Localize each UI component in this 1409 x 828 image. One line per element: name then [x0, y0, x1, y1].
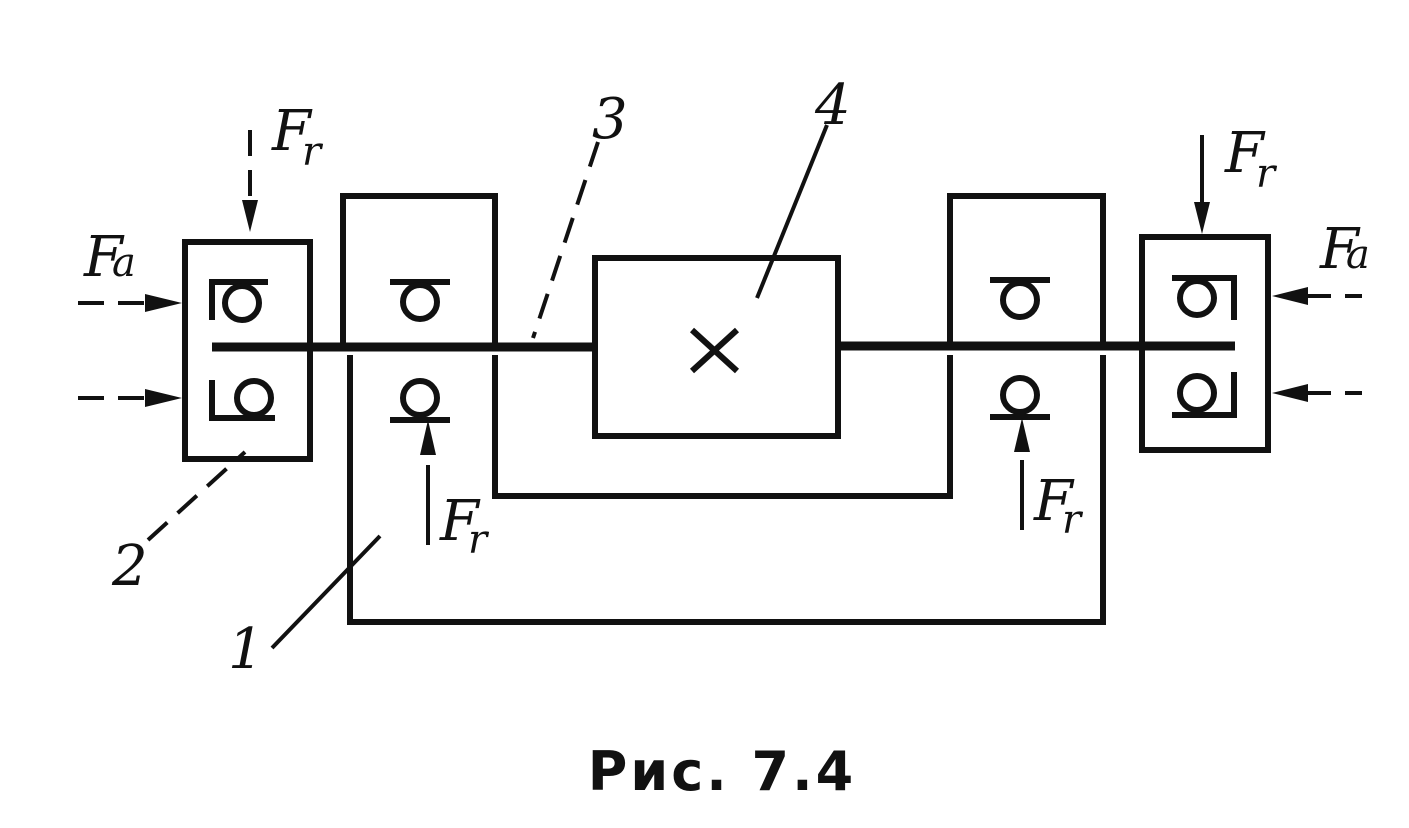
left-box-bearing-lower	[209, 378, 275, 421]
radial-force-arrow-right-box	[1194, 135, 1210, 234]
label-part-4: 4	[814, 73, 851, 138]
right-box-bearing-upper	[1172, 275, 1237, 320]
bearing-left-lower	[390, 378, 450, 423]
svg-text:a: a	[112, 240, 136, 286]
label-part-3: 3	[592, 87, 628, 152]
svg-text:F: F	[271, 99, 313, 164]
figure-caption: Рис. 7.4	[588, 740, 856, 803]
radial-force-arrow-right-bearing	[1014, 418, 1030, 530]
svg-text:r: r	[1062, 497, 1084, 543]
label-radial-force-left-box: F r	[271, 99, 324, 175]
label-part-1: 1	[228, 617, 264, 682]
leader-line-2	[146, 450, 247, 542]
radial-force-arrow-left-box	[242, 130, 258, 232]
svg-text:a: a	[1346, 232, 1370, 278]
leader-line-3	[531, 141, 600, 339]
leader-line-4	[755, 124, 829, 299]
inner-housing-channel	[492, 355, 953, 499]
bearing-right-upper	[990, 277, 1050, 320]
svg-text:F: F	[1224, 121, 1266, 186]
svg-text:F: F	[439, 489, 481, 554]
right-box-bearing-lower	[1172, 372, 1237, 418]
svg-text:F: F	[1033, 469, 1075, 534]
svg-text:F: F	[1319, 217, 1361, 282]
outer-housing-frame-lower-left	[347, 355, 1106, 625]
bearing-left-upper	[390, 279, 450, 322]
axial-force-arrow-left-lower	[78, 389, 182, 407]
label-radial-force-left-bearing: F r	[439, 489, 490, 563]
outer-housing-frame-right	[947, 193, 1106, 345]
label-radial-force-right-box: F r	[1224, 121, 1278, 197]
label-axial-force-right: F a	[1319, 217, 1370, 282]
left-box-bearing-upper	[209, 279, 268, 323]
bearing-right-lower	[990, 375, 1050, 420]
outer-housing-frame	[340, 193, 498, 345]
axial-force-arrow-right-lower	[1272, 384, 1362, 402]
axial-force-arrow-right-upper	[1272, 287, 1362, 305]
svg-text:r: r	[468, 517, 490, 563]
label-radial-force-right-bearing: F r	[1033, 469, 1084, 543]
svg-text:r: r	[302, 129, 324, 175]
svg-text:r: r	[1256, 151, 1278, 197]
label-axial-force-left: F a	[83, 225, 136, 290]
label-part-2: 2	[111, 534, 148, 599]
radial-force-arrow-left-bearing	[420, 420, 436, 545]
gear-center-cross	[689, 327, 740, 374]
leader-line-1	[270, 534, 382, 650]
svg-text:F: F	[83, 225, 125, 290]
axial-force-arrow-left-upper	[78, 294, 182, 312]
